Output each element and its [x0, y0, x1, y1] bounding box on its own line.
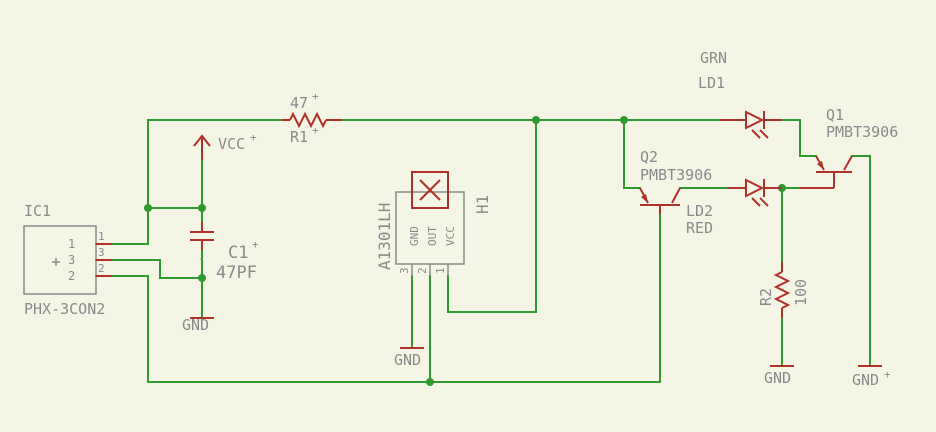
sensor-pin-num-3: 3: [398, 267, 411, 274]
connector-pin-num-1: 1: [98, 230, 105, 243]
junction: [198, 274, 206, 282]
ground-label: GND: [764, 369, 791, 387]
r1-value: 47: [290, 94, 308, 112]
junctions: [144, 116, 786, 386]
ld2-color: RED: [686, 219, 713, 237]
junction: [198, 204, 206, 212]
r1-zigzag: [289, 111, 327, 129]
junction: [144, 204, 152, 212]
q2-arrow: [641, 194, 648, 203]
q1-collector: [843, 155, 853, 171]
ld1-ray: [751, 129, 761, 139]
c1-plus-mark: +: [252, 238, 259, 251]
ground-plus-mark: +: [884, 368, 891, 381]
ld1-color: GRN: [700, 49, 727, 67]
junction: [426, 378, 434, 386]
connector-value: PHX-3CON2: [24, 300, 105, 318]
led-ld2[interactable]: LD2 RED: [686, 178, 782, 237]
r2-value: 100: [792, 279, 810, 306]
resistor-r2[interactable]: R2 100: [757, 262, 810, 318]
led-ld1[interactable]: GRN LD1: [698, 49, 782, 139]
r2-name: R2: [757, 288, 775, 306]
transistor-q1[interactable]: Q1 PMBT3906: [800, 106, 898, 189]
ground-symbol: GND: [394, 347, 424, 369]
connector-ic1[interactable]: IC1 PHX-3CON2 1 3 2 1 3 2: [23, 202, 112, 318]
ground-label: GND: [394, 351, 421, 369]
r1-plus-mark: +: [312, 90, 319, 103]
ld2-triangle: [745, 178, 765, 198]
connector-pin-num-2: 2: [98, 262, 105, 275]
sensor-hole: [411, 171, 449, 209]
r1-name: R1: [290, 128, 308, 146]
ld2-name: LD2: [686, 202, 713, 220]
sensor-pin-num-2: 2: [416, 267, 429, 274]
ld2-ray: [751, 197, 761, 207]
transistor-q2[interactable]: Q2 PMBT3906: [639, 148, 712, 214]
q1-value: PMBT3906: [826, 123, 898, 141]
vcc-label: VCC: [218, 135, 245, 153]
sensor-pin-gnd: GND: [408, 226, 421, 246]
wires: [95, 119, 871, 383]
c1-name: C1: [228, 243, 248, 263]
q2-value: PMBT3906: [640, 166, 712, 184]
connector-name: IC1: [24, 202, 51, 220]
sensor-pin-vcc: VCC: [444, 226, 457, 246]
c1-value: 47PF: [216, 263, 257, 283]
connector-body: [23, 225, 97, 295]
junction: [620, 116, 628, 124]
vcc-symbol: VCC +: [193, 131, 257, 160]
hall-sensor-h1[interactable]: GND OUT VCC 3 2 1 A1301LH H1: [375, 171, 492, 276]
resistor-r1[interactable]: 47 R1 + +: [282, 90, 342, 146]
ground-label: GND: [182, 316, 209, 334]
ground-symbol: GND: [764, 365, 794, 387]
junction: [532, 116, 540, 124]
q2-name: Q2: [640, 148, 658, 166]
ld1-ray: [759, 129, 769, 139]
q1-arrow: [817, 161, 824, 170]
ld2-ray: [759, 197, 769, 207]
sensor-pin-out: OUT: [426, 226, 439, 246]
connector-pin-1: 1: [68, 237, 75, 251]
sensor-pin-num-1: 1: [434, 267, 447, 274]
ld1-triangle: [745, 110, 765, 130]
c1-minus-mark: -: [198, 252, 205, 265]
sensor-value: A1301LH: [375, 203, 394, 270]
ground-label: GND: [852, 371, 879, 389]
r1-plus-mark: +: [312, 124, 319, 137]
r2-zigzag: [773, 271, 791, 309]
vcc-plus-mark: +: [250, 131, 257, 144]
q1-name: Q1: [826, 106, 844, 124]
connector-pin-2: 2: [68, 269, 75, 283]
ground-symbol: GND: [182, 316, 214, 334]
connector-pin-3: 3: [68, 253, 75, 267]
connector-pin-num-3: 3: [98, 246, 105, 259]
sensor-name: H1: [473, 195, 492, 214]
ground-symbol: GND +: [852, 365, 891, 389]
capacitor-c1[interactable]: C1 47PF + -: [190, 222, 259, 283]
q2-collector: [671, 187, 681, 204]
ld1-name: LD1: [698, 74, 725, 92]
sensor-hole-cross: [419, 179, 441, 201]
